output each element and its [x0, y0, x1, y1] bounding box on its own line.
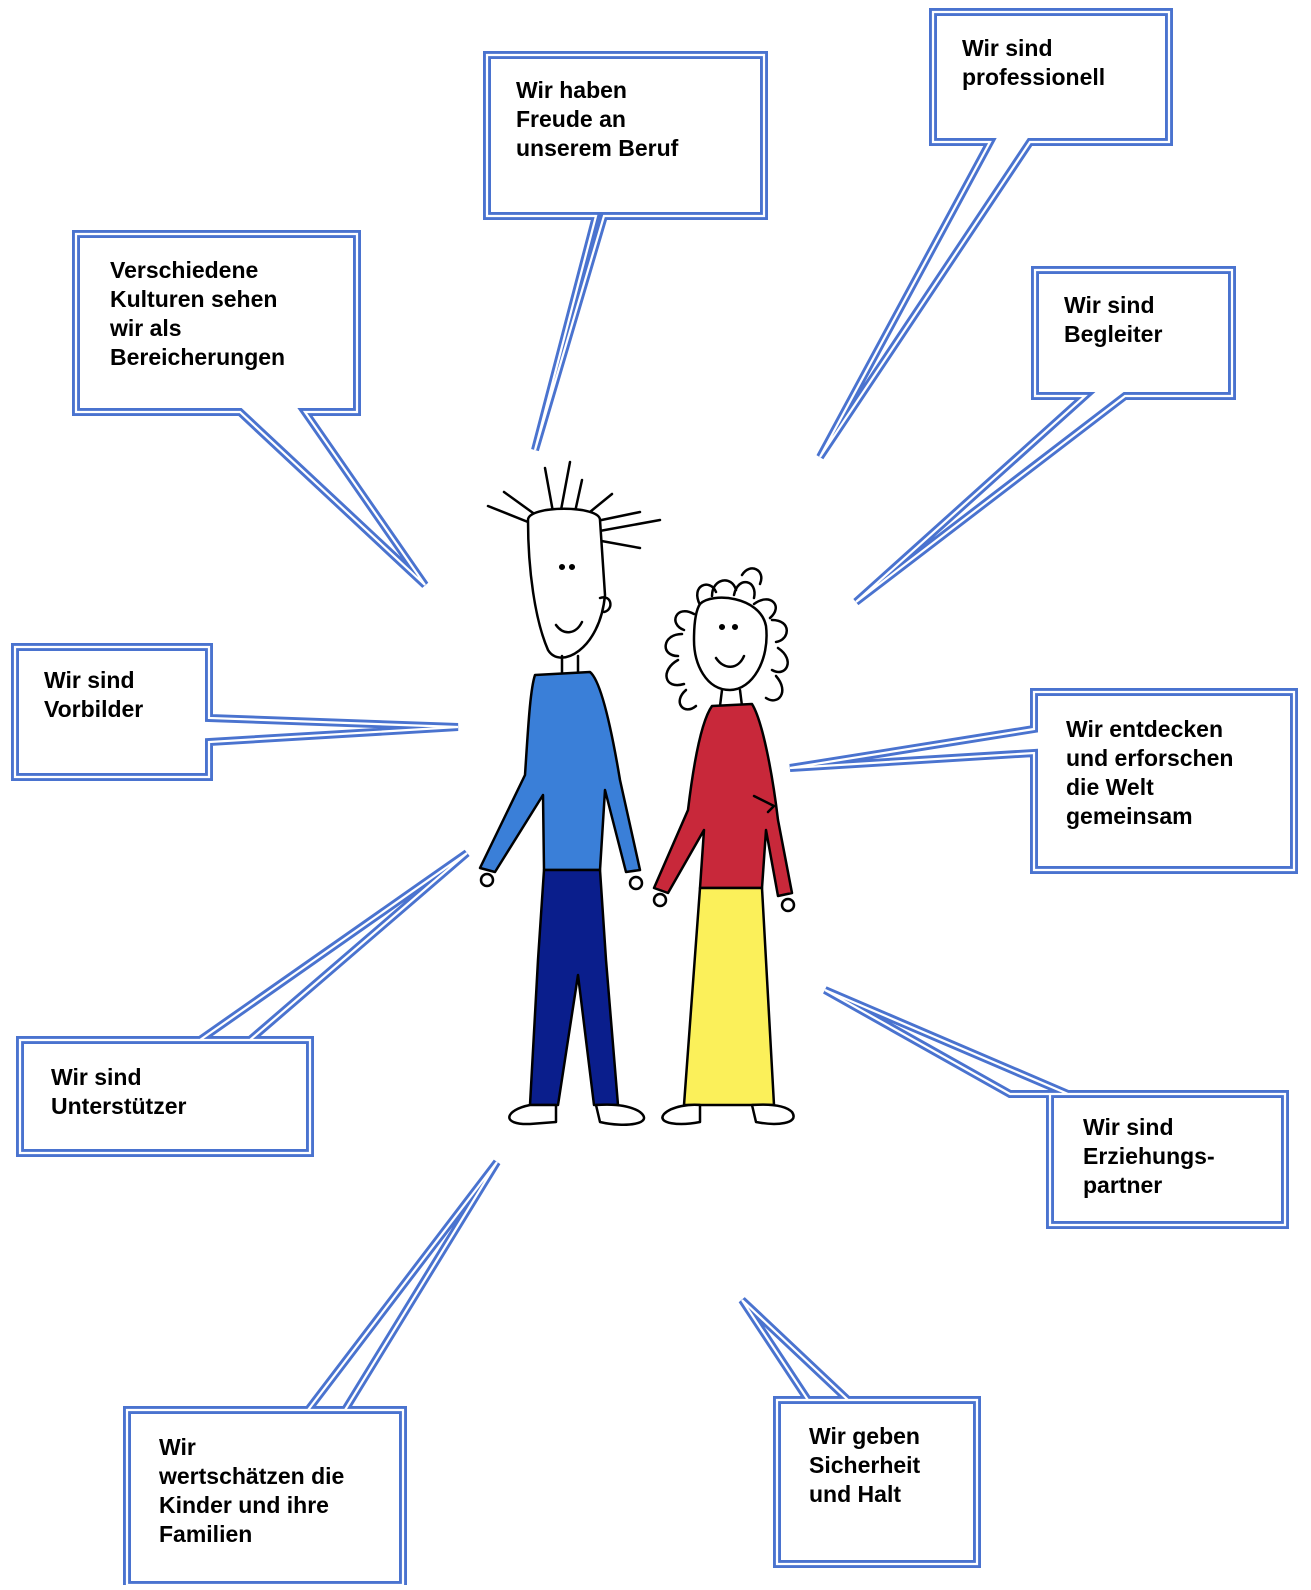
- speech-bubble-entdecken: [789, 688, 1298, 874]
- bubble-text-freude: Wir haben Freude an unserem Beruf: [516, 77, 679, 161]
- speech-bubble-sicherheit: [738, 1297, 981, 1568]
- speech-bubble-erziehungspartner: [823, 986, 1289, 1229]
- bubble-text-entdecken: Wir entdecken und erforschen die Welt ge…: [1066, 716, 1234, 829]
- bubble-text-wertschaetzen: Wir wertschätzen die Kinder und ihre Fam…: [159, 1434, 345, 1547]
- bubble-text-begleiter: Wir sind Begleiter: [1064, 292, 1163, 347]
- speech-bubble-wertschaetzen: [123, 1159, 501, 1589]
- stick-figure-woman-icon: [652, 567, 796, 1126]
- bubble-text-vorbilder: Wir sind Vorbilder: [44, 667, 144, 722]
- stick-figure-man-icon: [478, 460, 662, 1126]
- bubble-text-erziehungspartner: Wir sind Erziehungs- partner: [1083, 1114, 1215, 1198]
- speech-bubbles: [11, 8, 1298, 1589]
- bubble-text-professionell: Wir sind professionell: [962, 35, 1106, 90]
- speech-bubble-unterstuetzer: [16, 849, 470, 1157]
- bubble-text-sicherheit: Wir geben Sicherheit und Halt: [809, 1423, 921, 1507]
- speech-bubble-professionell: [816, 8, 1173, 460]
- speech-bubble-kulturen: [72, 230, 429, 588]
- speech-bubble-vorbilder: [11, 643, 459, 781]
- bubble-text-kulturen: Verschiedene Kulturen sehen wir als Bere…: [110, 257, 286, 370]
- speech-bubble-freude: [483, 51, 768, 452]
- speech-bubble-begleiter: [853, 266, 1236, 606]
- bubble-text-unterstuetzer: Wir sind Unterstützer: [51, 1064, 187, 1119]
